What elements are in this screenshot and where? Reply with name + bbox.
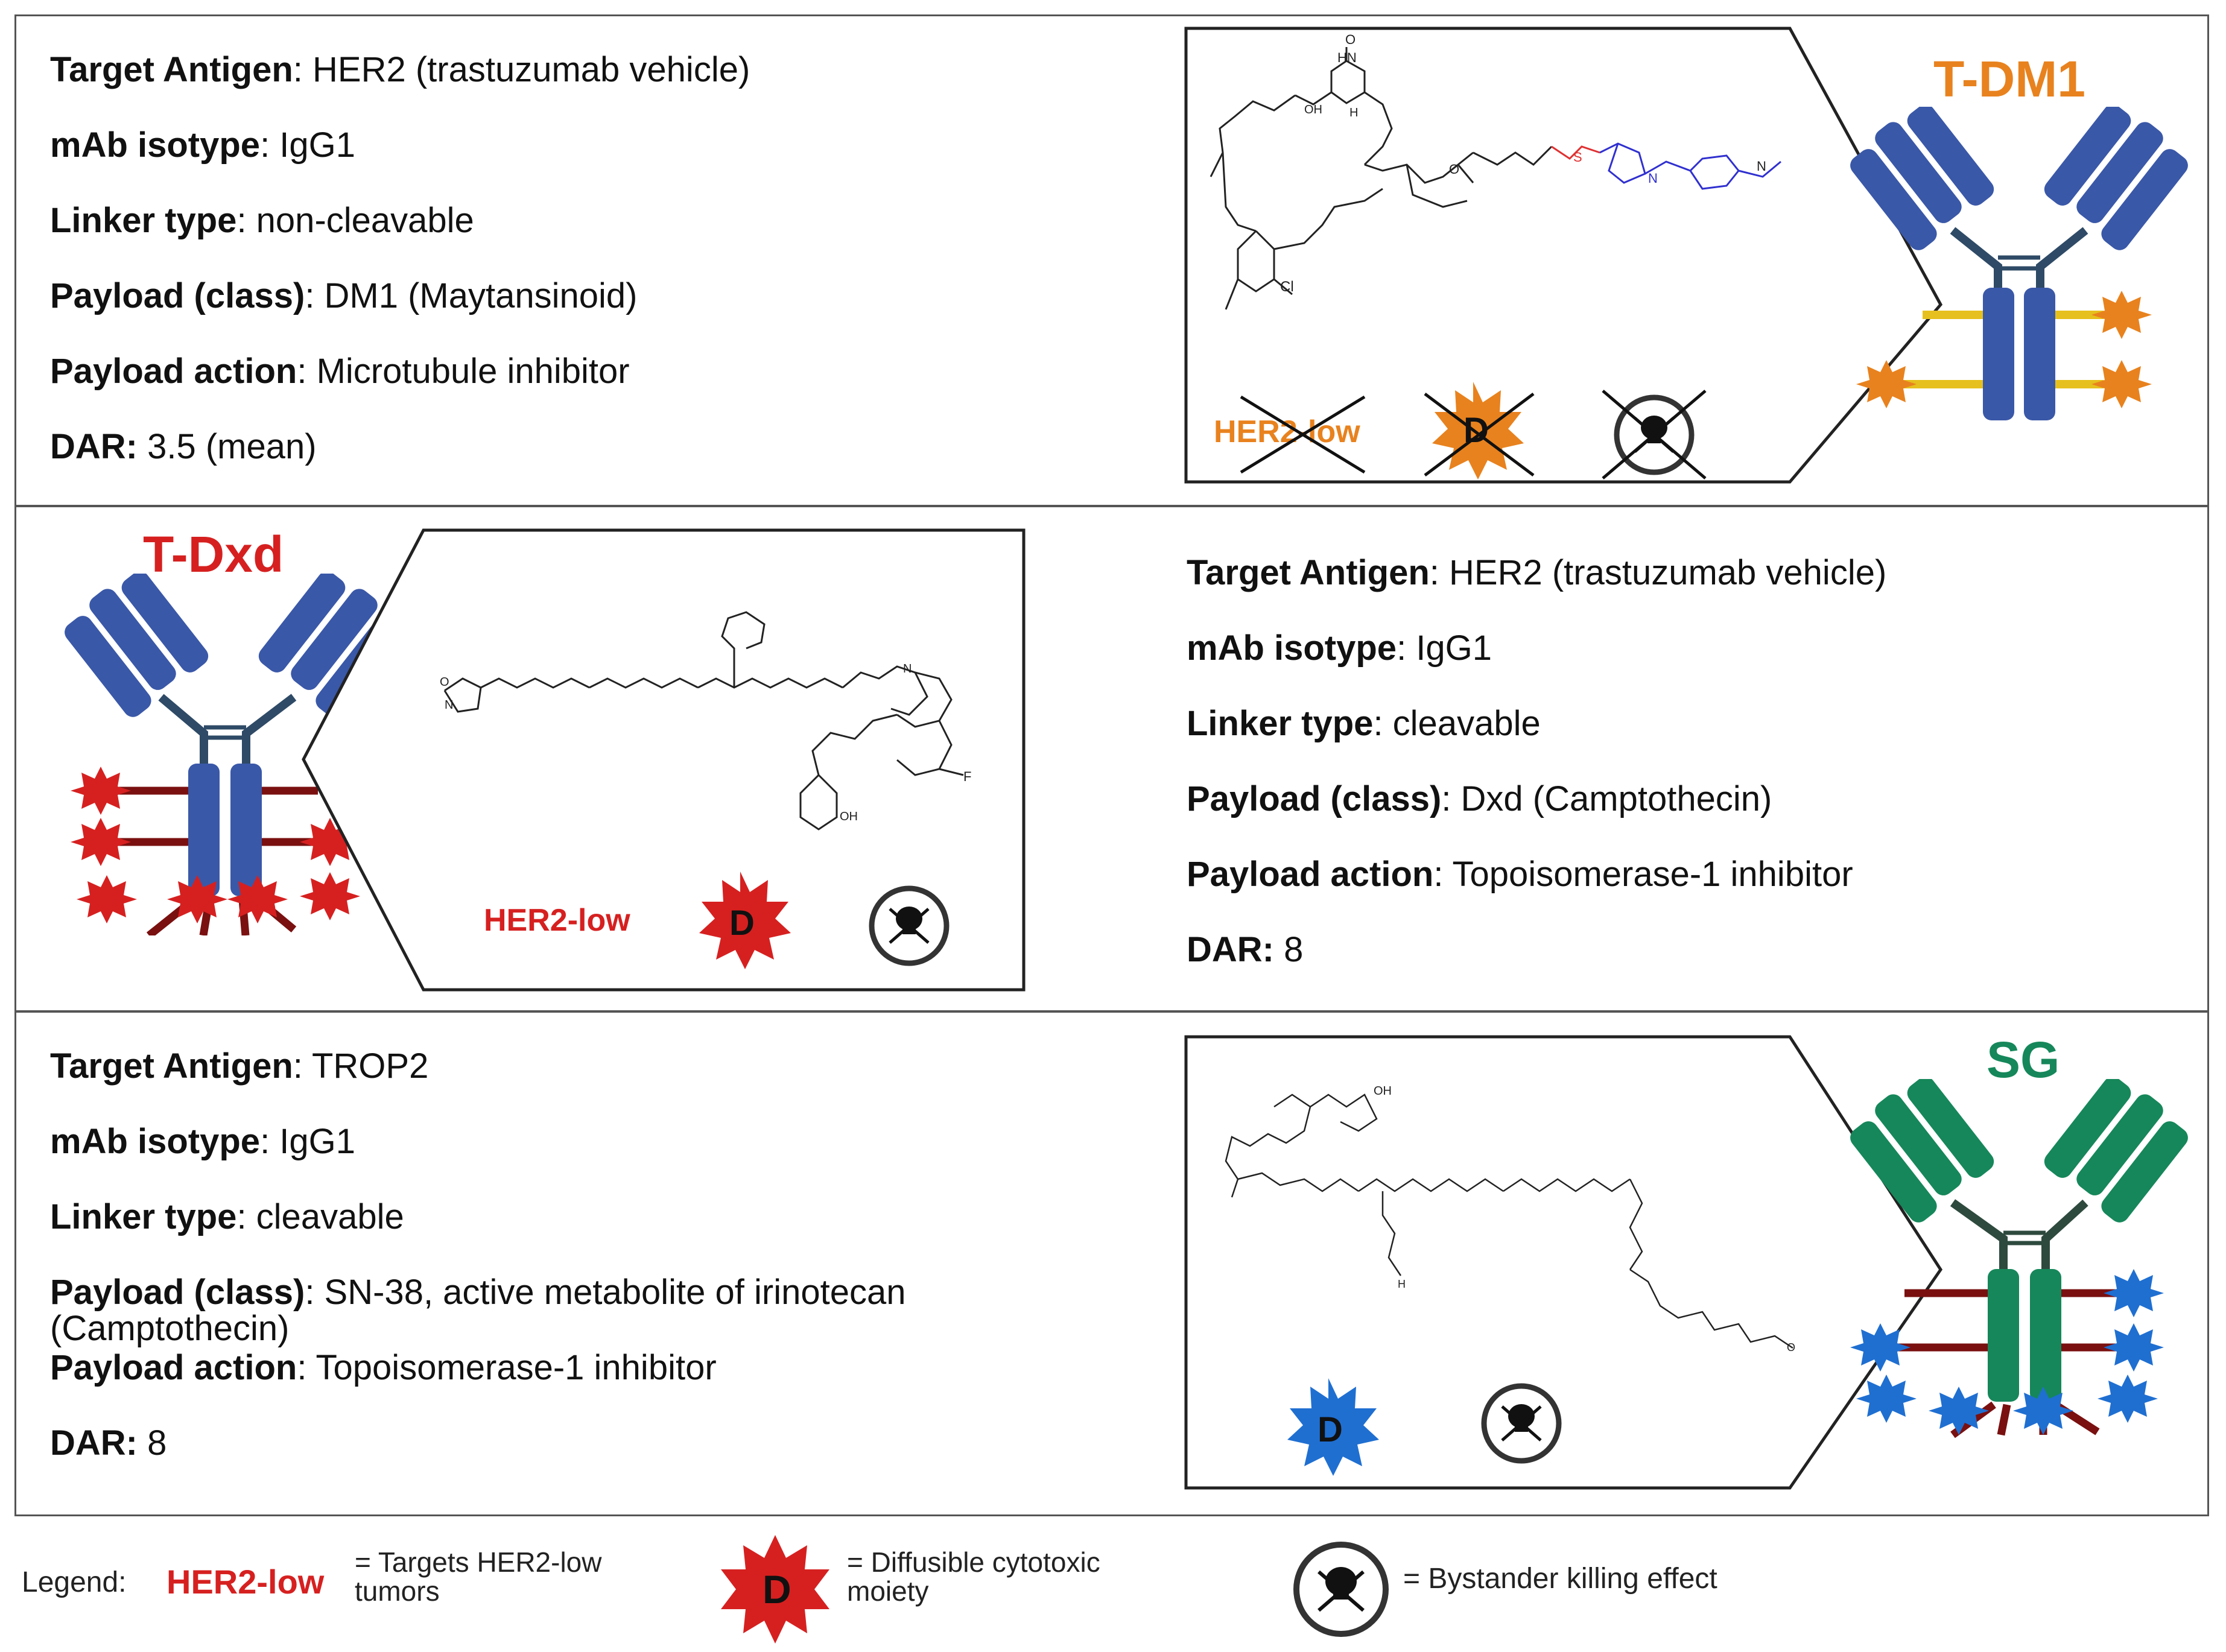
chemical-structure-sn38-linker — [1225, 1093, 1793, 1349]
antibody-diagram-sg — [1850, 1079, 2188, 1438]
prop-payload-class: Payload (class): Dxd (Camptothecin) — [1187, 779, 1772, 818]
chemical-linker-smcc — [1473, 142, 1781, 190]
badge-her2-low: HER2-low — [484, 903, 630, 938]
chem-atom-label: O — [1787, 1341, 1795, 1353]
prop-dar: DAR: 8 — [1187, 930, 1304, 969]
prop-linker-type: Linker type: cleavable — [50, 1197, 404, 1236]
prop-mab-isotype: mAb isotype: IgG1 — [1187, 628, 1492, 668]
prop-payload-action: Payload action: Microtubule inhibitor — [50, 352, 630, 391]
properties-tdxd: Target Antigen: HER2 (trastuzumab vehicl… — [1187, 552, 1886, 1004]
chem-atom-label: OH — [1304, 103, 1322, 116]
prop-payload-class-continuation: (Camptothecin) — [50, 1309, 290, 1348]
chem-atom-label: OH — [1374, 1084, 1392, 1098]
skull-icon — [1602, 390, 1707, 479]
chem-atom-label: N — [445, 698, 453, 712]
svg-text:D: D — [763, 1567, 791, 1612]
chem-atom-label: O — [1449, 162, 1459, 177]
prop-payload-action: Payload action: Topoisomerase-1 inhibito… — [50, 1348, 717, 1387]
svg-text:D: D — [1318, 1410, 1343, 1449]
prop-payload-action: Payload action: Topoisomerase-1 inhibito… — [1187, 855, 1853, 894]
chem-atom-label: S — [1573, 150, 1582, 165]
chem-atom-label: F — [963, 769, 971, 784]
chem-atom-label: O — [440, 676, 449, 689]
badge-diffusible-payload: D — [699, 872, 791, 969]
chem-atom-label: N — [1648, 171, 1658, 186]
legend-bystander-description: = Bystander killing effect — [1403, 1563, 1717, 1595]
badge-diffusible-payload-crossed: D — [1424, 382, 1535, 479]
adc-panel-tdxd: T-Dxd — [14, 505, 2209, 1012]
legend-her2-low-description: = Targets HER2-low tumors — [355, 1546, 602, 1607]
prop-dar: DAR: 8 — [50, 1423, 167, 1463]
adc-title-sg: SG — [1987, 1031, 2060, 1088]
prop-mab-isotype: mAb isotype: IgG1 — [50, 125, 356, 165]
adc-panel-sg: Target Antigen: TROP2 mAb isotype: IgG1 … — [14, 1011, 2209, 1516]
skull-icon — [869, 885, 950, 966]
prop-payload-class: Payload (class): SN-38, active metabolit… — [50, 1273, 906, 1312]
legend-label: Legend: — [22, 1566, 127, 1598]
properties-tdm1: Target Antigen: HER2 (trastuzumab vehicl… — [50, 49, 750, 501]
prop-target-antigen: Target Antigen: HER2 (trastuzumab vehicl… — [1187, 553, 1887, 592]
svg-text:HER2-low: HER2-low — [484, 903, 630, 938]
legend-skull-icon — [1293, 1542, 1389, 1637]
chem-atom-label: HN — [1337, 50, 1357, 65]
chem-atom-label: N — [903, 662, 912, 676]
svg-text:D: D — [729, 904, 755, 943]
legend-her2-low-badge: HER2-low — [166, 1563, 325, 1601]
chem-atom-label: O — [1345, 32, 1356, 47]
legend: Legend: HER2-low = Targets HER2-low tumo… — [0, 1520, 2226, 1652]
adc-title-tdm1: T-DM1 — [1933, 51, 2085, 107]
legend-diffusible-payload-icon: D — [721, 1535, 829, 1644]
chem-atom-label: H — [1349, 106, 1358, 119]
antibody-diagram-tdm1 — [1850, 107, 2188, 420]
prop-linker-type: Linker type: cleavable — [1187, 704, 1541, 743]
badge-diffusible-payload: D — [1287, 1378, 1379, 1476]
prop-dar: DAR: 3.5 (mean) — [50, 427, 317, 466]
chemical-structure-dxd — [443, 611, 964, 831]
chem-atom-label: OH — [840, 810, 858, 823]
legend-diffusible-description: = Diffusible cytotoxic moiety — [847, 1546, 1100, 1607]
skull-icon — [1481, 1383, 1562, 1464]
chem-atom-label: Cl — [1280, 279, 1294, 295]
prop-payload-class: Payload (class): DM1 (Maytansinoid) — [50, 276, 638, 315]
chem-atom-label: H — [1398, 1278, 1406, 1290]
prop-linker-type: Linker type: non-cleavable — [50, 201, 474, 240]
structure-frame-sg: OH H O D — [1184, 1035, 1943, 1490]
prop-target-antigen: Target Antigen: HER2 (trastuzumab vehicl… — [50, 50, 750, 89]
chem-atom-label: N — [1757, 159, 1766, 174]
prop-target-antigen: Target Antigen: TROP2 — [50, 1046, 429, 1086]
adc-panel-tdm1: Target Antigen: HER2 (trastuzumab vehicl… — [14, 14, 2209, 507]
structure-frame-tdm1: HN O OH H Cl O S N N HER2-low D — [1184, 27, 1943, 484]
chemical-structure-dm1 — [1210, 47, 1474, 310]
adc-title-tdxd: T-Dxd — [143, 526, 284, 583]
prop-mab-isotype: mAb isotype: IgG1 — [50, 1122, 356, 1161]
structure-frame-tdxd: O N N F OH HER2-low D — [302, 528, 1026, 992]
badge-her2-low-crossed: HER2-low — [1214, 395, 1366, 474]
antibody-diagram-tdxd — [65, 574, 402, 935]
properties-sg: Target Antigen: TROP2 mAb isotype: IgG1 … — [50, 1045, 906, 1498]
